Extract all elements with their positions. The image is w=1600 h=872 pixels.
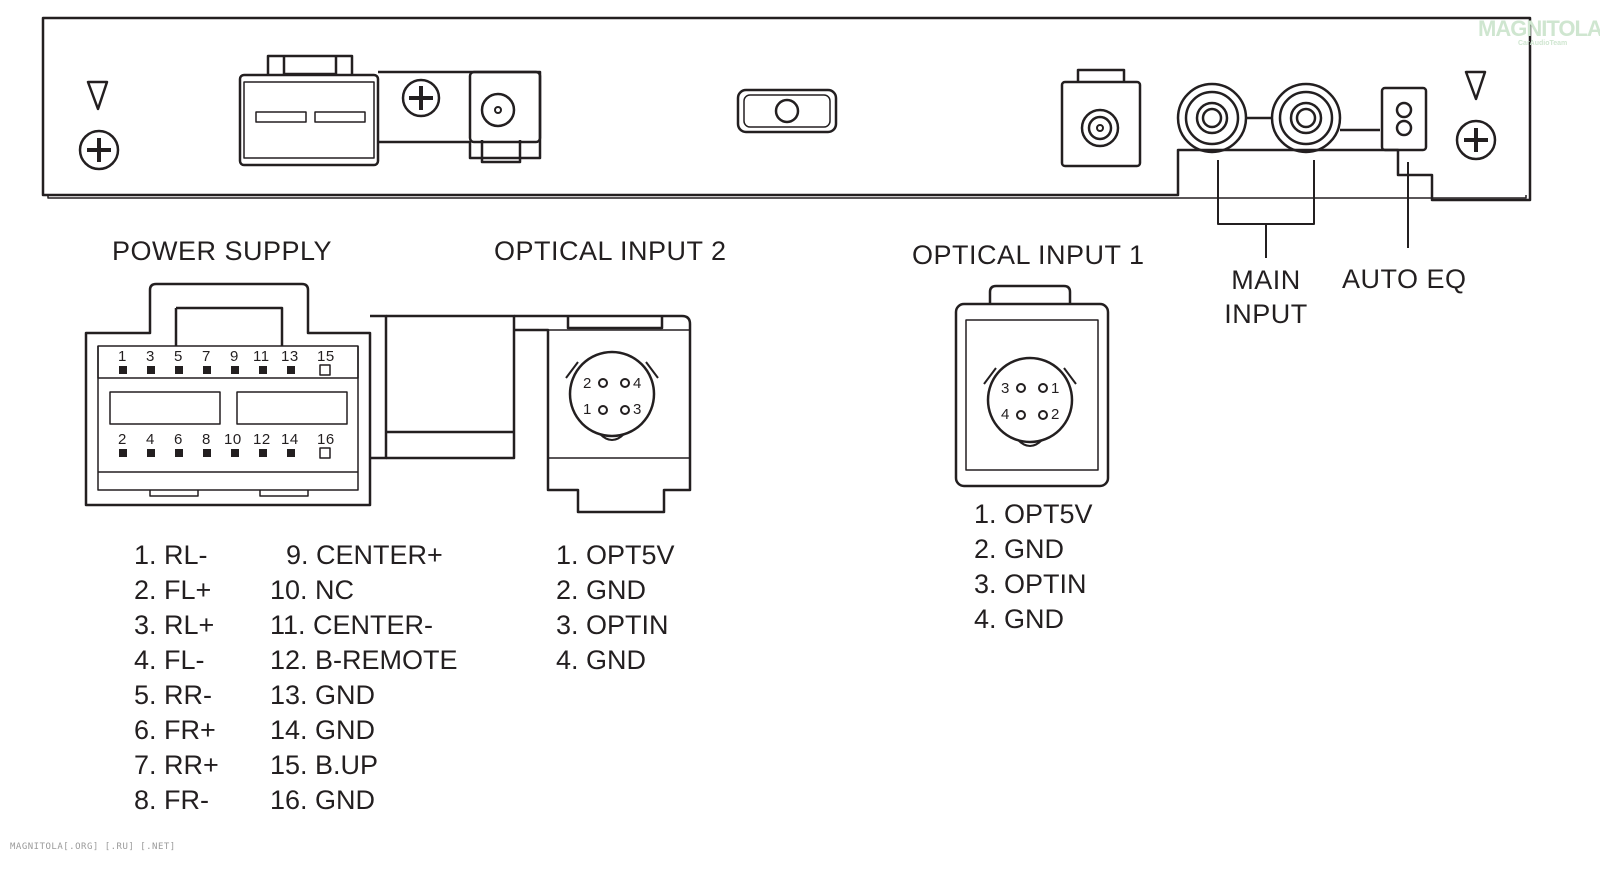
pin-entry: 9. CENTER+ — [286, 540, 443, 570]
opt1-socket-number: 3 — [1001, 380, 1010, 397]
optical-input-1-connector — [954, 284, 1110, 488]
footer-credit: MAGNITOLA[.ORG] [.RU] [.NET] — [10, 842, 176, 852]
auto-eq-label: AUTO EQ — [1342, 264, 1467, 294]
pin-entry: 16. GND — [270, 785, 376, 815]
optical-input-2-label: OPTICAL INPUT 2 — [494, 236, 727, 266]
pin-number: 16 — [317, 431, 335, 448]
watermark-logo: MAGNITOLA — [1478, 16, 1600, 41]
panel-optical-1 — [1060, 68, 1142, 168]
power-supply-pin-list-col1: 1. RL- 2. FL+ 3. RL+ 4. FL- 5. RR- 6. FR… — [134, 538, 219, 818]
pin-entry: 12. B-REMOTE — [270, 645, 458, 675]
optical-input-1-label: OPTICAL INPUT 1 — [912, 240, 1145, 270]
pin-number: 7 — [202, 348, 211, 365]
pin-entry: 4. GND — [556, 645, 647, 675]
panel-rca-jacks — [1176, 82, 1380, 154]
optical-input-2-connector — [514, 314, 692, 514]
pin-entry: 7. RR+ — [134, 750, 219, 780]
pin-number: 3 — [146, 348, 155, 365]
main-input-label-line1: MAIN — [1231, 265, 1301, 295]
watermark-sub: CarAudioTeam — [1518, 40, 1568, 47]
pin-entry: 2. GND — [556, 575, 647, 605]
power-supply-pin-list-col2: 9. CENTER+ 10. NC 11. CENTER- 12. B-REMO… — [270, 538, 458, 818]
power-supply-label: POWER SUPPLY — [112, 236, 333, 266]
screw-left-icon — [78, 129, 120, 171]
power-supply-pin-dots — [119, 366, 295, 457]
pin-entry: 11. CENTER- — [270, 610, 434, 640]
pin-entry: 13. GND — [270, 680, 376, 710]
optical-input-1-pin-list: 1. OPT5V 2. GND 3. OPTIN 4. GND — [974, 497, 1093, 637]
pin-entry: 2. FL+ — [134, 575, 212, 605]
pin-entry: 1. OPT5V — [556, 540, 675, 570]
pin-number: 2 — [118, 431, 127, 448]
pin-number: 15 — [317, 348, 335, 365]
pin-number: 11 — [253, 348, 270, 365]
panel-center-slot — [736, 88, 838, 134]
pin-entry: 10. NC — [270, 575, 355, 605]
pin-number: 1 — [118, 348, 127, 365]
pin-number: 12 — [253, 431, 271, 448]
unit-rear-panel — [41, 16, 1532, 202]
pin-entry: 1. RL- — [134, 540, 208, 570]
pin-number: 9 — [230, 348, 239, 365]
pin-number: 6 — [174, 431, 183, 448]
pin-entry: 14. GND — [270, 715, 376, 745]
pin-entry: 1. OPT5V — [974, 499, 1093, 529]
opt2-socket-number: 1 — [583, 401, 592, 418]
optical-input-2-pin-list: 1. OPT5V 2. GND 3. OPTIN 4. GND — [556, 538, 675, 678]
opt1-socket-number: 2 — [1051, 406, 1060, 423]
pin-number: 10 — [224, 431, 242, 448]
pin-entry: 4. GND — [974, 604, 1065, 634]
main-input-leader — [1217, 160, 1315, 258]
power-supply-connector — [84, 282, 516, 507]
pin-entry: 4. FL- — [134, 645, 205, 675]
panel-auto-eq-jack — [1380, 86, 1428, 152]
pin-entry: 5. RR- — [134, 680, 213, 710]
screw-right-icon — [1455, 119, 1497, 161]
pin-number: 5 — [174, 348, 183, 365]
pin-number: 13 — [281, 348, 299, 365]
pin-entry: 3. RL+ — [134, 610, 215, 640]
pin-entry: 8. FR- — [134, 785, 210, 815]
opt2-socket-number: 4 — [633, 375, 642, 392]
pin-entry: 2. GND — [974, 534, 1065, 564]
pin-entry: 6. FR+ — [134, 715, 216, 745]
main-input-label-line2: INPUT — [1224, 299, 1308, 329]
opt1-socket-number: 4 — [1001, 406, 1010, 423]
pin-entry: 3. OPTIN — [556, 610, 669, 640]
pin-entry: 15. B.UP — [270, 750, 379, 780]
opt2-socket-number: 3 — [633, 401, 642, 418]
opt1-socket-number: 1 — [1051, 380, 1060, 397]
opt2-socket-number: 2 — [583, 375, 592, 392]
pin-number: 14 — [281, 431, 299, 448]
triangle-mark-left — [86, 80, 109, 111]
panel-power-connector — [238, 54, 542, 167]
pin-number: 4 — [146, 431, 155, 448]
pin-entry: 3. OPTIN — [974, 569, 1087, 599]
pin-number: 8 — [202, 431, 211, 448]
triangle-mark-right — [1464, 70, 1487, 101]
optical-socket-dots — [494, 106, 1104, 420]
main-input-label: MAIN INPUT — [1214, 263, 1318, 331]
